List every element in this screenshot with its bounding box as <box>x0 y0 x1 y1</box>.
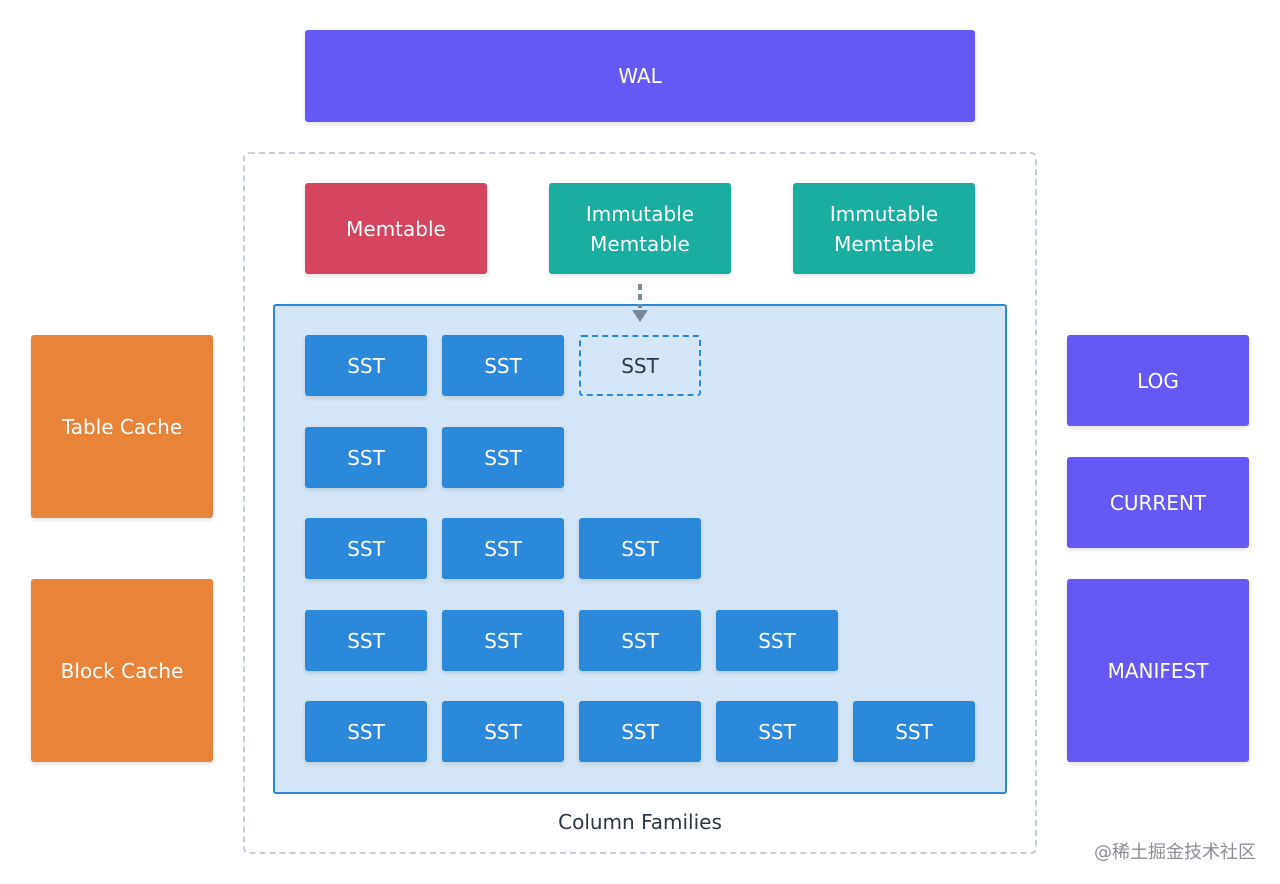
immutable-memtable-label-1: Immutable Memtable <box>586 199 694 259</box>
log-label: LOG <box>1137 368 1179 393</box>
sst-box: SST <box>579 701 701 762</box>
sst-box: SST <box>305 518 427 579</box>
sst-label: SST <box>347 628 385 653</box>
flush-arrow-icon <box>632 284 648 322</box>
sst-box: SST <box>442 701 564 762</box>
sst-label: SST <box>484 536 522 561</box>
sst-label: SST <box>895 719 933 744</box>
sst-label: SST <box>484 628 522 653</box>
sst-label: SST <box>347 353 385 378</box>
sst-box: SST <box>442 427 564 488</box>
sst-box: SST <box>305 610 427 671</box>
current-label: CURRENT <box>1109 490 1207 515</box>
column-families-caption: Column Families <box>558 810 722 834</box>
watermark: @稀土掘金技术社区 <box>1094 842 1256 863</box>
table-cache-box: Table Cache <box>31 335 213 518</box>
manifest-box: MANIFEST <box>1067 579 1249 762</box>
sst-box: SST <box>442 518 564 579</box>
sst-box: SST <box>716 701 838 762</box>
immutable-memtable-label-2: Immutable Memtable <box>830 199 938 259</box>
sst-box: SST <box>579 518 701 579</box>
wal-box: WAL <box>305 30 975 122</box>
immutable-memtable-line-2b: Memtable <box>834 231 934 256</box>
manifest-label: MANIFEST <box>1107 658 1209 683</box>
sst-box: SST <box>305 701 427 762</box>
current-box: CURRENT <box>1067 457 1249 548</box>
wal-label: WAL <box>618 64 662 88</box>
sst-label: SST <box>621 719 659 744</box>
block-cache-box: Block Cache <box>31 579 213 762</box>
sst-label: SST <box>484 719 522 744</box>
sst-label: SST <box>347 536 385 561</box>
sst-box: SST <box>716 610 838 671</box>
memtable-label: Memtable <box>346 216 446 241</box>
immutable-memtable-box-2: Immutable Memtable <box>793 183 975 274</box>
sst-label: SST <box>758 719 796 744</box>
immutable-memtable-line-2a: Immutable <box>829 201 939 226</box>
sst-label: SST <box>347 719 385 744</box>
column-families-container <box>243 152 1037 854</box>
log-box: LOG <box>1067 335 1249 426</box>
sst-label: SST <box>347 445 385 470</box>
immutable-memtable-line-1a: Immutable <box>585 201 695 226</box>
sst-label: SST <box>621 628 659 653</box>
sst-label: SST <box>621 353 659 378</box>
immutable-memtable-line-1b: Memtable <box>590 231 690 256</box>
immutable-memtable-box-1: Immutable Memtable <box>549 183 731 274</box>
memtable-box: Memtable <box>305 183 487 274</box>
sst-box: SST <box>305 335 427 396</box>
table-cache-label: Table Cache <box>61 414 183 439</box>
sst-label: SST <box>484 353 522 378</box>
sst-label: SST <box>621 536 659 561</box>
sst-pending-box: SST <box>579 335 701 396</box>
block-cache-label: Block Cache <box>60 658 184 683</box>
sst-label: SST <box>484 445 522 470</box>
sst-box: SST <box>305 427 427 488</box>
sst-box: SST <box>442 335 564 396</box>
sst-box: SST <box>442 610 564 671</box>
sst-box: SST <box>579 610 701 671</box>
sst-box: SST <box>853 701 975 762</box>
sst-label: SST <box>758 628 796 653</box>
